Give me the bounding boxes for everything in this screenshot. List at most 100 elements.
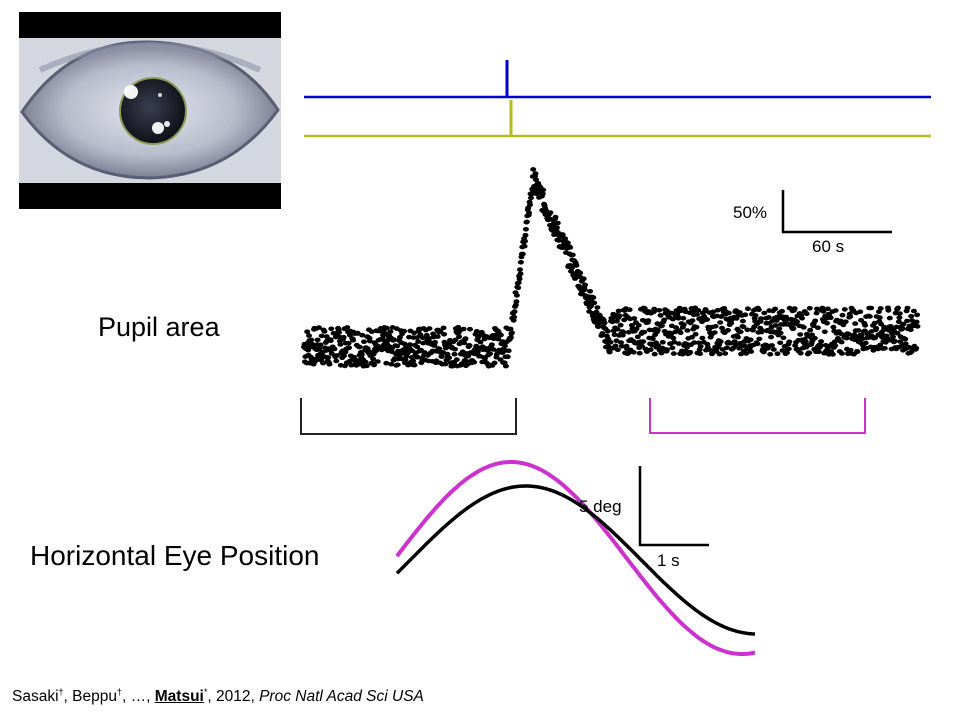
pupil-data-point	[358, 352, 365, 357]
pupil-data-point	[740, 324, 747, 330]
pupil-data-point	[855, 328, 862, 333]
pupil-data-point	[466, 343, 473, 348]
pupil-data-point	[415, 339, 422, 344]
horizontal-eye-position-label: Horizontal Eye Position	[30, 540, 320, 571]
citation-author2: Beppu	[72, 688, 117, 705]
pupil-data-point	[527, 202, 533, 208]
pupil-data-point	[515, 280, 522, 285]
pupil-data-point	[765, 315, 772, 320]
pupil-data-point	[885, 308, 892, 313]
pupil-data-point	[540, 187, 547, 193]
pupil-data-point	[649, 336, 656, 342]
pupil-data-point	[902, 336, 909, 342]
pupil-data-point	[511, 309, 518, 314]
pupil-data-point	[799, 316, 805, 321]
pupil-data-point	[858, 332, 865, 338]
pupil-data-point	[438, 354, 445, 359]
pupil-data-point	[304, 329, 311, 335]
pupil-data-point	[783, 317, 790, 323]
pupil-data-point	[784, 350, 790, 356]
pupil-data-point	[316, 325, 322, 330]
pupil-data-point	[517, 260, 524, 265]
pupil-data-point	[651, 306, 658, 312]
pupil-data-point	[670, 335, 677, 341]
pupil-data-point	[453, 357, 460, 362]
pupil-data-point	[647, 347, 654, 353]
pupil-data-point	[759, 328, 765, 333]
pupil-data-point	[488, 342, 495, 348]
eye-scale-vertical-label: 5 deg	[579, 497, 622, 516]
pupil-data-point	[533, 177, 539, 182]
pupil-data-point	[508, 330, 515, 335]
pupil-data-point	[581, 287, 588, 293]
pupil-data-point	[694, 312, 700, 317]
pupil-data-point	[904, 305, 911, 311]
pupil-data-point	[564, 240, 571, 246]
pupil-data-point	[507, 335, 514, 340]
pupil-data-point	[368, 329, 375, 335]
pupil-data-point	[702, 307, 709, 312]
pupil-data-point	[797, 332, 804, 337]
pupil-data-point	[669, 345, 676, 351]
pupil-data-point	[591, 300, 598, 306]
pupil-data-point	[437, 329, 444, 334]
pupil-data-point	[604, 329, 611, 334]
pupil-data-point	[684, 328, 691, 333]
pupil-data-point	[824, 320, 830, 326]
pupil-data-point	[510, 318, 517, 323]
pupil-data-point	[767, 352, 774, 357]
pupil-data-point	[895, 319, 902, 325]
pupil-data-point	[567, 245, 574, 250]
pupil-data-point	[895, 305, 901, 311]
pupil-data-point	[699, 335, 706, 341]
pupil-data-point	[516, 276, 523, 282]
pupil-data-point	[532, 171, 539, 176]
pupil-data-point	[645, 318, 652, 323]
pupil-data-point	[697, 351, 704, 357]
pupil-data-point	[625, 351, 632, 356]
pupil-data-point	[847, 314, 854, 319]
pupil-data-point	[511, 314, 518, 320]
pupil-data-point	[320, 360, 327, 366]
pupil-data-point	[504, 354, 511, 360]
pupil-data-point	[630, 350, 637, 355]
pupil-data-point	[876, 315, 883, 320]
pupil-data-point	[716, 351, 723, 357]
pupil-data-point	[725, 310, 732, 316]
pupil-data-point	[817, 343, 824, 348]
pupil-data-point	[517, 267, 523, 272]
pupil-data-point	[327, 338, 334, 344]
pupil-data-point	[618, 344, 625, 349]
eye-position-trace-magenta	[395, 460, 756, 656]
pupil-data-point	[749, 327, 756, 333]
pupil-data-point	[333, 358, 340, 364]
pupil-data-point	[868, 305, 875, 311]
pupil-data-point	[671, 339, 678, 345]
pupil-data-point	[838, 331, 845, 337]
pupil-data-point	[502, 363, 509, 369]
pupil-data-point	[539, 191, 546, 196]
pupil-data-point	[350, 338, 357, 343]
pupil-data-point	[913, 319, 920, 325]
pupil-data-point	[519, 251, 526, 257]
pupil-data-point	[727, 341, 734, 346]
pupil-data-point	[675, 341, 682, 346]
pupil-data-point	[430, 331, 437, 337]
pupil-data-point	[364, 346, 371, 351]
pupil-data-point	[631, 316, 638, 321]
pupil-data-point	[748, 349, 755, 354]
pupil-data-point	[460, 326, 467, 332]
pupil-data-point	[326, 362, 333, 367]
pupil-data-point	[513, 299, 520, 304]
pupil-data-point	[824, 306, 831, 312]
pupil-data-point	[814, 325, 821, 331]
pupil-data-point	[406, 334, 413, 340]
pupil-data-point	[333, 353, 340, 358]
citation: Sasaki†, Beppu†, …, Matsui*, 2012, Proc …	[12, 687, 424, 706]
pupil-data-point	[477, 339, 484, 345]
pupil-data-point	[501, 349, 508, 354]
pupil-data-point	[661, 317, 668, 323]
pupil-data-point	[829, 352, 836, 357]
pupil-data-point	[777, 340, 784, 346]
pupil-data-point	[806, 350, 813, 356]
